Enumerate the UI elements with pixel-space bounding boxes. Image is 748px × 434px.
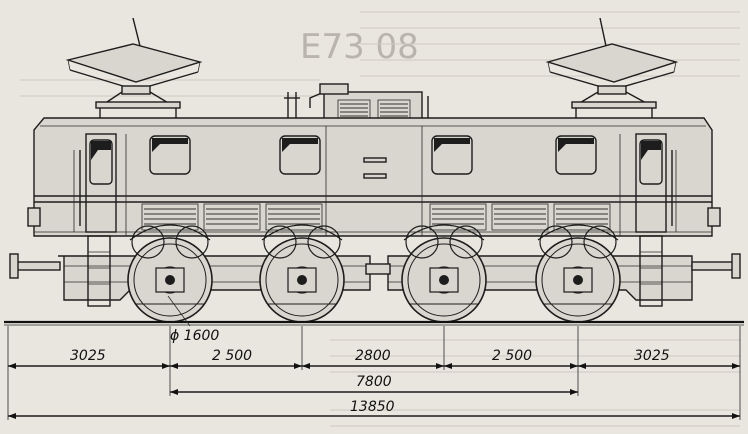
body-louvers — [141, 203, 611, 231]
wheel-4 — [535, 224, 621, 323]
side-window-4 — [555, 135, 597, 175]
dimension-end-left: 3025 — [70, 348, 106, 364]
wheel-diameter-leader — [167, 295, 191, 327]
side-window-3 — [431, 135, 473, 175]
dimension-bogie-centers: 7800 — [356, 374, 392, 390]
dimension-arrowheads — [8, 363, 740, 419]
cab-door-left — [79, 133, 117, 233]
cab-door-right — [635, 133, 673, 233]
dimension-row-segments — [8, 365, 740, 417]
roof-louver-right — [377, 99, 411, 121]
dimension-end-right: 3025 — [634, 348, 670, 364]
wheel-diameter-label: ϕ 1600 — [170, 328, 219, 344]
wheel-3 — [401, 224, 487, 323]
side-window-2 — [279, 135, 321, 175]
pantograph-right — [545, 17, 679, 118]
wheel-1 — [127, 224, 213, 323]
buffer-right — [691, 253, 741, 279]
background-bleed-text: E73 08 — [300, 27, 419, 67]
buffer-left — [9, 253, 61, 279]
end-lamp-left — [27, 207, 41, 227]
dimension-bogie-gap: 2800 — [355, 348, 391, 364]
step-ladder-right — [639, 235, 663, 307]
center-vents — [363, 157, 387, 179]
end-lamp-right — [707, 207, 721, 227]
dimension-extension-lines — [7, 326, 741, 420]
dimension-wheelbase-left: 2 500 — [212, 348, 252, 364]
side-window-1 — [149, 135, 191, 175]
roof-equipment — [284, 83, 429, 123]
step-ladder-left — [87, 235, 111, 307]
dimension-wheelbase-right: 2 500 — [492, 348, 532, 364]
inter-bogie-coupling — [365, 263, 391, 275]
dimension-overall-length: 13850 — [350, 399, 395, 415]
wheel-2 — [259, 224, 345, 323]
wheelsets — [127, 224, 621, 323]
pantograph-left — [65, 17, 203, 118]
car-body — [33, 117, 713, 237]
